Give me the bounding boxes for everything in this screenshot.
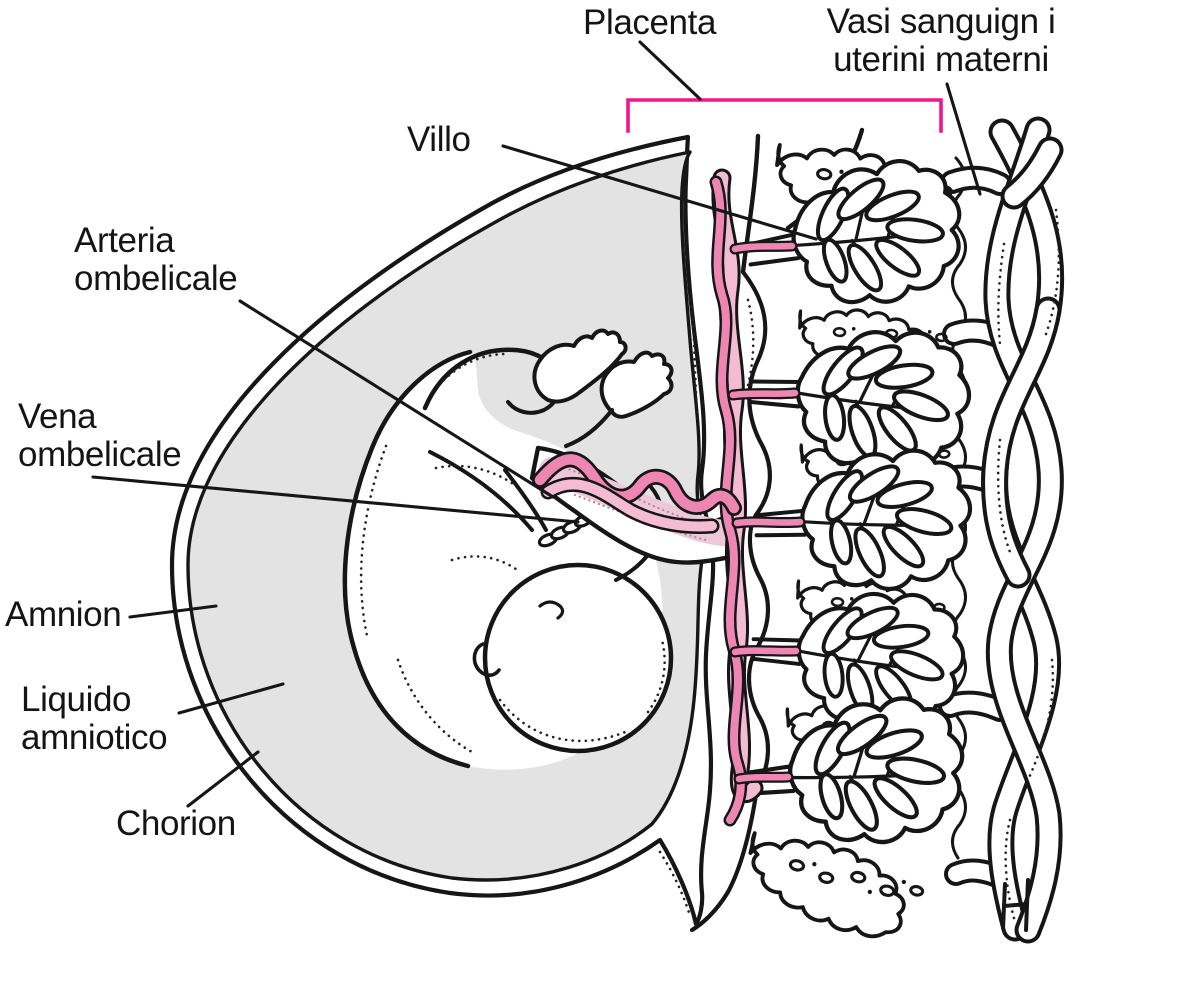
label-liquido-line2: amniotico — [21, 718, 168, 757]
umbilical-vein — [543, 479, 717, 532]
leader-arteria — [238, 299, 555, 499]
label-chorion: Chorion — [116, 804, 236, 843]
fetus — [342, 328, 674, 770]
placenta-bracket — [626, 98, 943, 133]
fetus-ear — [472, 642, 501, 677]
villus-1 — [737, 152, 972, 324]
label-villo: Villo — [407, 120, 471, 159]
leader-chorion — [186, 750, 260, 808]
fetus-arm — [503, 468, 548, 532]
maternal-uterine-vessels — [932, 116, 1065, 944]
label-amnion: Amnion — [5, 595, 122, 634]
leader-placenta — [638, 40, 702, 101]
placental-villi — [736, 152, 974, 856]
fetus-back-outline — [342, 349, 473, 769]
leader-vasi — [945, 82, 982, 196]
leader-liquido — [177, 682, 285, 715]
label-vasi-line2: uterini materni — [833, 40, 1049, 79]
septum-6 — [736, 826, 931, 947]
fetus-foot-left — [532, 328, 628, 404]
label-vasi-line1: Vasi sanguign i — [826, 2, 1056, 41]
stipple-shading — [359, 298, 755, 918]
label-liquido-line1: Liquido — [21, 680, 132, 719]
plate-bottom-hook — [689, 785, 760, 933]
fetus-foot-right — [599, 350, 674, 419]
label-arteria-line2: ombelicale — [74, 259, 238, 298]
vessel-ladder — [1001, 878, 1030, 932]
chorionic-vessels — [709, 168, 806, 827]
fetus-fold-line — [538, 600, 565, 620]
fetus-head — [482, 562, 674, 754]
leader-vena — [91, 475, 580, 524]
cord-vessels — [532, 451, 742, 534]
fetus-ankle-line — [564, 408, 614, 448]
label-vena-line1: Vena — [18, 397, 97, 436]
label-arteria-line1: Arteria — [74, 221, 175, 260]
label-vena-line2: ombelicale — [18, 435, 182, 474]
leader-villo — [501, 144, 818, 241]
label-placenta: Placenta — [583, 3, 717, 42]
villus-branches — [727, 240, 806, 785]
fetus-thigh-fold — [428, 450, 534, 532]
plate-funnel-right — [740, 133, 761, 275]
plate-attachment-wall — [740, 269, 772, 791]
umbilical-artery — [534, 454, 740, 514]
plate-artery — [712, 178, 745, 824]
annotations — [91, 40, 982, 808]
chorionic-plate — [689, 127, 865, 933]
villus-2 — [746, 324, 972, 475]
leader-amnion — [128, 604, 218, 619]
